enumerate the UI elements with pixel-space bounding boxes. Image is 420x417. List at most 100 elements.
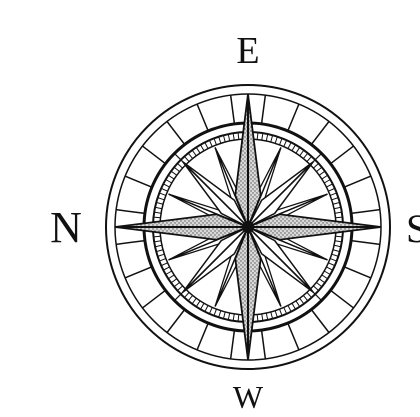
hatch-tick	[154, 212, 161, 213]
hatch-tick	[163, 184, 169, 187]
hatch-tick	[161, 188, 167, 191]
ring-segment-divider	[125, 176, 152, 187]
ring-segment-divider	[351, 241, 380, 245]
cardinal-label-top: E	[236, 30, 259, 72]
hatch-tick	[205, 305, 208, 311]
ring-segment-divider	[344, 176, 371, 187]
hatch-tick	[174, 282, 179, 286]
hatch-tick	[201, 303, 205, 309]
hatch-tick	[307, 156, 312, 161]
hatch-tick	[334, 245, 341, 246]
rose-star	[115, 94, 381, 360]
hatch-tick	[303, 153, 307, 158]
hatch-tick	[174, 167, 179, 171]
hatch-tick	[330, 259, 337, 262]
hatch-tick	[335, 212, 342, 213]
hatch-tick	[171, 171, 177, 175]
hatch-tick	[214, 309, 217, 316]
hatch-tick	[288, 142, 291, 148]
ring-segment-divider	[288, 104, 299, 131]
cardinal-label-bottom: W	[233, 379, 264, 415]
hatch-tick	[156, 202, 163, 204]
hatch-tick	[238, 315, 239, 322]
hatch-tick	[168, 175, 174, 179]
ring-segment-divider	[125, 267, 152, 278]
hatch-tick	[233, 133, 234, 140]
hatch-tick	[333, 202, 340, 204]
hatch-tick	[156, 250, 163, 252]
hatch-tick	[324, 271, 330, 275]
hatch-tick	[332, 198, 339, 200]
hatch-tick	[262, 314, 263, 321]
hatch-tick	[209, 307, 212, 313]
hatch-tick	[214, 138, 217, 145]
ring-segment-divider	[142, 290, 165, 308]
hatch-tick	[233, 314, 234, 321]
hatch-tick	[307, 292, 312, 297]
ring-segment-divider	[167, 121, 185, 144]
hatch-tick	[257, 315, 258, 322]
ring-segment-divider	[231, 95, 235, 124]
hatch-tick	[303, 295, 307, 300]
ring-segment-divider	[116, 241, 145, 245]
hatch-tick	[177, 163, 182, 168]
hatch-tick	[158, 198, 165, 200]
cardinal-label-left: N	[50, 203, 82, 252]
hatch-tick	[336, 236, 343, 237]
hatch-tick	[275, 137, 277, 144]
hatch-tick	[168, 275, 174, 279]
hatch-tick	[300, 150, 304, 156]
hatch-tick	[275, 311, 277, 318]
hatch-tick	[284, 307, 287, 313]
hatch-tick	[332, 254, 339, 256]
hatch-tick	[219, 137, 221, 144]
hatch-tick	[219, 311, 221, 318]
ring-segment-divider	[344, 267, 371, 278]
hatch-tick	[171, 279, 177, 283]
hatch-tick	[271, 135, 273, 142]
hatch-tick	[196, 301, 200, 307]
hatch-tick	[166, 180, 172, 184]
hatch-tick	[271, 312, 273, 319]
hatch-tick	[334, 207, 341, 208]
hatch-tick	[280, 309, 283, 316]
hatch-tick	[228, 313, 229, 320]
hatch-tick	[326, 184, 332, 187]
ring-segment-divider	[331, 146, 354, 164]
hatch-tick	[324, 180, 330, 184]
hatch-tick	[163, 267, 169, 270]
hatch-tick	[188, 295, 192, 300]
hatch-tick	[330, 193, 337, 196]
hatch-tick	[288, 305, 291, 311]
hatch-tick	[154, 241, 161, 242]
ring-segment-divider	[262, 330, 266, 359]
hatch-tick	[319, 279, 325, 283]
ring-segment-divider	[197, 323, 208, 350]
hatch-tick	[257, 133, 258, 140]
hatch-tick	[316, 282, 321, 286]
ring-segment-divider	[351, 210, 380, 214]
hatch-tick	[335, 241, 342, 242]
hatch-tick	[238, 133, 239, 140]
hatch-tick	[184, 292, 189, 297]
hatch-tick	[192, 298, 196, 304]
hatch-tick	[205, 142, 208, 148]
hatch-tick	[177, 286, 182, 291]
hatch-tick	[223, 135, 225, 142]
hatch-tick	[161, 263, 167, 266]
ring-segment-divider	[142, 146, 165, 164]
hatch-tick	[201, 145, 205, 151]
hatch-tick	[192, 150, 196, 156]
hatch-tick	[166, 271, 172, 275]
hatch-tick	[328, 188, 334, 191]
ring-segment-divider	[262, 95, 266, 124]
hatch-tick	[280, 138, 283, 145]
hatch-tick	[223, 312, 225, 319]
ring-segment-divider	[167, 310, 185, 333]
hatch-tick	[158, 254, 165, 256]
hatch-tick	[333, 250, 340, 252]
hatch-tick	[300, 298, 304, 304]
hatch-tick	[316, 167, 321, 171]
hatch-tick	[155, 207, 162, 208]
